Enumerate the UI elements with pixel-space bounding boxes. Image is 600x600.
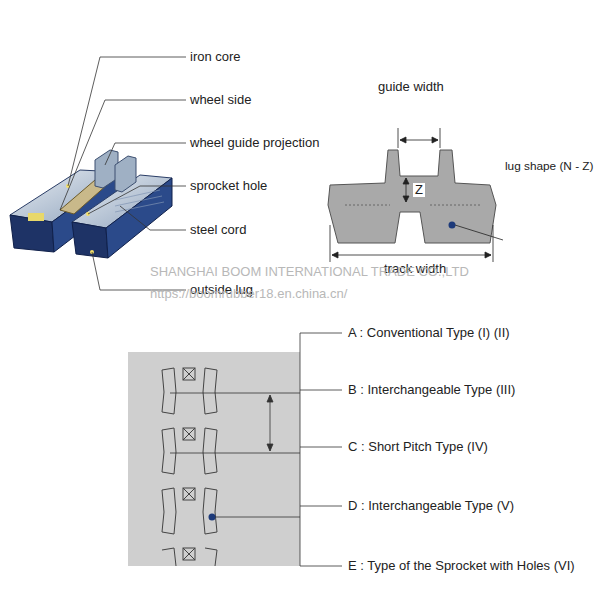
part-label: sprocket hole bbox=[188, 179, 269, 193]
track-plan-view bbox=[128, 352, 300, 566]
track-cross-section bbox=[328, 128, 503, 262]
track-illustration bbox=[10, 150, 172, 258]
part-label: iron core bbox=[188, 50, 243, 64]
dimension-label: Z bbox=[413, 183, 425, 197]
watermark: SHANGHAI BOOM INTERNATIONAL TRADE CO.,LT… bbox=[148, 265, 471, 279]
bracket-and-leaders bbox=[170, 333, 342, 566]
part-label: wheel guide projection bbox=[188, 136, 321, 150]
type-label: B : Interchangeable Type (III) bbox=[346, 383, 517, 397]
type-label: D : Interchangeable Type (V) bbox=[346, 499, 516, 513]
dimension-label: guide width bbox=[376, 80, 446, 94]
type-label: E : Type of the Sprocket with Holes (VI) bbox=[346, 559, 577, 573]
type-label: C : Short Pitch Type (IV) bbox=[346, 440, 490, 454]
part-label: wheel side bbox=[188, 93, 253, 107]
part-label: steel cord bbox=[188, 223, 248, 237]
type-label: A : Conventional Type (I) (II) bbox=[346, 326, 512, 340]
leader-lines bbox=[60, 57, 186, 290]
watermark: https://boomrubber18.en.china.cn/ bbox=[148, 287, 349, 301]
part-label: lug shape (N - Z) bbox=[503, 160, 596, 173]
